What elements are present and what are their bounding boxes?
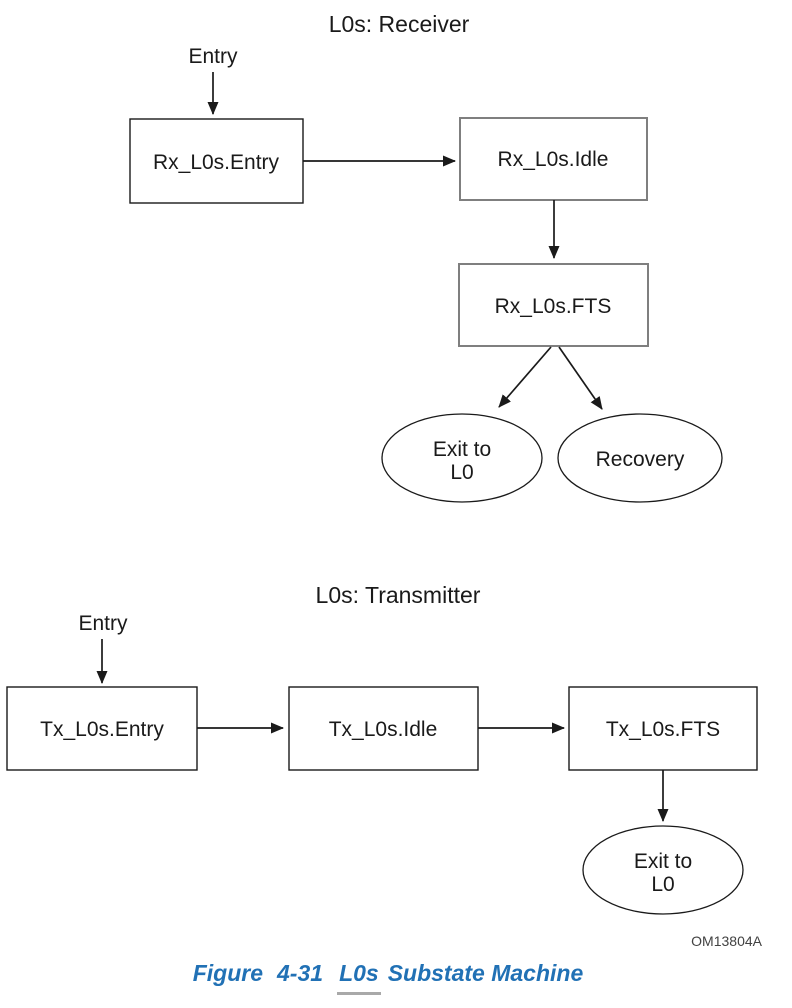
exit-ellipse-tx-exit-to-l0 [582,825,744,915]
transmitter-entry-label: Entry [78,612,128,635]
state-box-rx-l0s-idle [459,117,648,201]
state-label-tx-l0s-fts: Tx_L0s.FTS [606,718,720,741]
receiver-diagram: L0s: Receiver Entry Rx_L0s.Entry Rx_L0s.… [129,11,723,503]
state-box-tx-l0s-idle [288,686,479,771]
exit-label-rx-recovery: Recovery [596,448,685,471]
exit-label-rx-exit-to-line1: Exit to [433,438,491,461]
transmitter-title: L0s: Transmitter [316,582,481,608]
arrow-rx-fts-to-exit-l0 [498,346,552,408]
figure-watermark: OM13804A [691,933,762,949]
exit-ellipse-rx-exit-to-l0 [381,413,543,503]
caption-title-text: Substate Machine [387,960,584,986]
transmitter-diagram: L0s: Transmitter Entry Tx_L0s.Entry Tx_L… [6,582,758,915]
state-label-rx-l0s-fts: Rx_L0s.FTS [495,295,612,318]
receiver-title: L0s: Receiver [329,11,470,37]
state-label-rx-l0s-entry: Rx_L0s.Entry [153,151,280,174]
state-box-tx-l0s-entry [6,686,198,771]
caption-l0s-link[interactable]: L0s [337,956,381,995]
state-box-rx-l0s-fts [458,263,649,347]
caption-figure-number: 4-31 [277,960,324,986]
exit-label-rx-exit-to-line2: L0 [450,461,473,484]
state-label-tx-l0s-entry: Tx_L0s.Entry [40,718,164,741]
caption-figure-word: Figure [192,960,264,986]
receiver-entry-label: Entry [188,45,238,68]
state-label-rx-l0s-idle: Rx_L0s.Idle [498,148,609,171]
state-label-tx-l0s-idle: Tx_L0s.Idle [329,718,438,741]
arrow-rx-fts-to-recovery [558,346,603,410]
exit-label-tx-exit-to-line2: L0 [651,873,674,896]
exit-ellipse-rx-recovery [557,413,723,503]
exit-label-tx-exit-to-line1: Exit to [634,850,692,873]
state-box-rx-l0s-entry [129,118,304,204]
